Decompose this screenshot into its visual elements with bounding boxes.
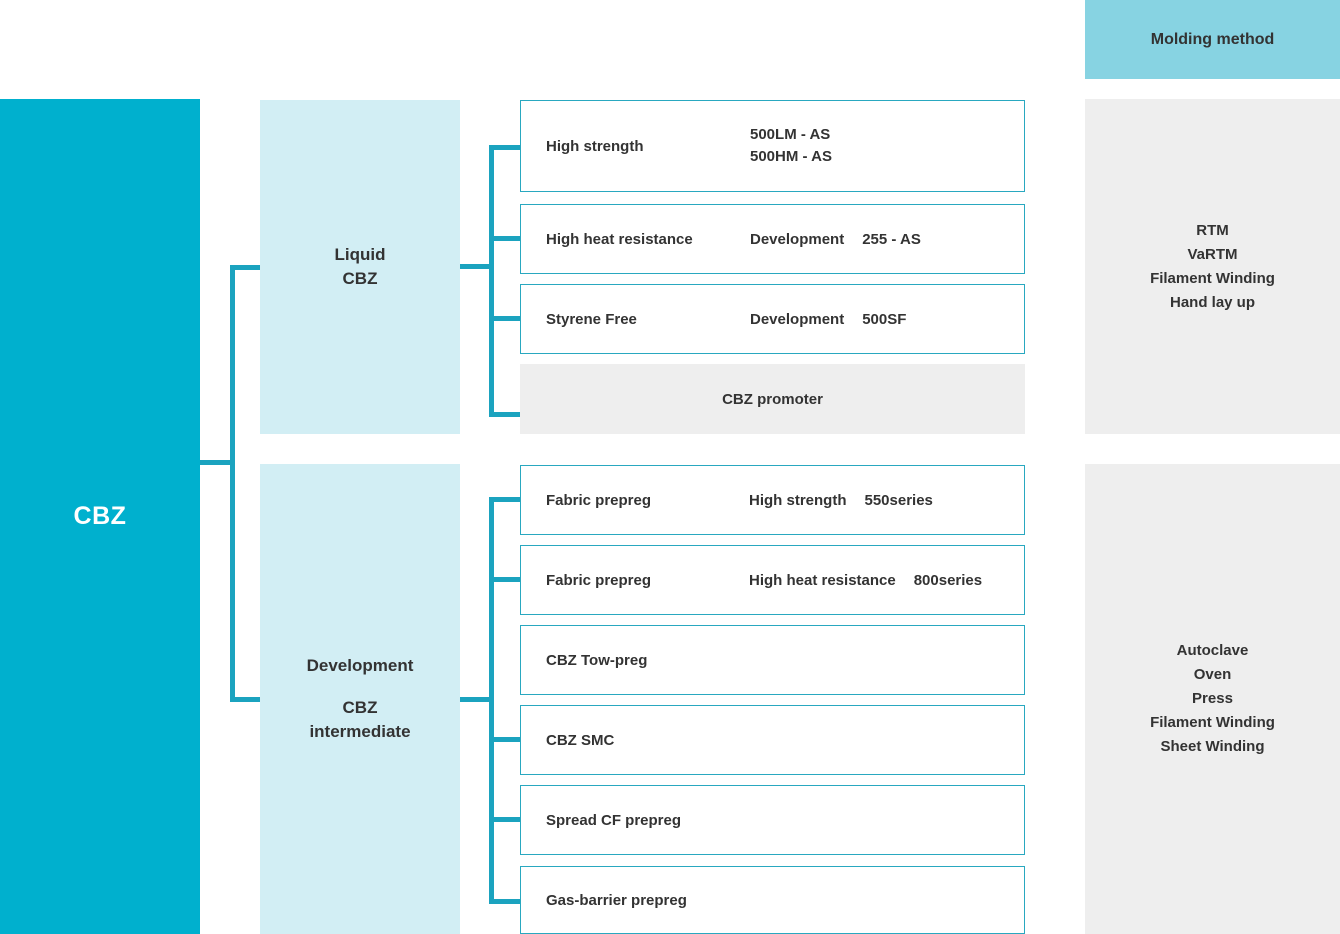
connector-liquid-stub (460, 264, 494, 269)
category-liquid-cbz: Liquid CBZ (260, 100, 460, 434)
connector-root-to-intermediate (230, 697, 261, 702)
product-box-content: CBZ SMC (521, 732, 1024, 749)
product-box-cbz-promoter[interactable]: CBZ promoter (520, 364, 1025, 434)
category-liquid-cbz-line1: Liquid (334, 244, 386, 264)
product-name: CBZ promoter (722, 390, 823, 408)
connector-intermediate-spine (489, 497, 494, 904)
product-box-styrene-free[interactable]: Styrene Free Development 500SF (520, 284, 1025, 354)
category-cbz-intermediate: Development CBZ intermediate (260, 464, 460, 934)
molding-method-item: Filament Winding (1150, 269, 1275, 287)
product-name: CBZ Tow-preg (546, 651, 648, 669)
molding-method-item: RTM (1196, 221, 1229, 239)
connector-liquid-to-item-0 (489, 145, 521, 150)
product-box-content: CBZ promoter (520, 391, 1025, 408)
molding-method-list: Autoclave Oven Press Filament Winding Sh… (1150, 639, 1275, 759)
product-name: Fabric prepreg (546, 571, 652, 589)
molding-method-header: Molding method (1085, 0, 1340, 79)
category-liquid-cbz-label: Liquid CBZ (335, 243, 386, 291)
molding-method-item: Oven (1193, 666, 1232, 683)
product-box-content: High strength 500LM - AS 500HM - AS (521, 124, 1024, 169)
connector-liquid-to-item-2 (489, 316, 521, 321)
product-box-spread-cf-prepreg[interactable]: Spread CF prepreg (520, 785, 1025, 855)
connector-intermediate-to-item-1 (489, 577, 521, 582)
product-box-content: Spread CF prepreg (521, 812, 1024, 829)
molding-method-item: Sheet Winding (1160, 738, 1265, 755)
product-box-content: Fabric prepreg High strength 550series (521, 492, 1024, 509)
product-code: 500SF (862, 310, 907, 328)
category-cbz-intermediate-line2: CBZ (342, 697, 378, 717)
connector-liquid-to-item-3 (489, 412, 521, 417)
connector-intermediate-stub (460, 697, 494, 702)
molding-method-item: Press (1192, 690, 1233, 707)
product-name: CBZ SMC (546, 731, 615, 749)
product-variant: High heat resistance (749, 571, 896, 589)
product-box-content: Fabric prepreg High heat resistance 800s… (521, 572, 1024, 589)
product-name: High strength (546, 137, 644, 155)
product-box-cbz-smc[interactable]: CBZ SMC (520, 705, 1025, 775)
product-box-fabric-prepreg-high-strength[interactable]: Fabric prepreg High strength 550series (520, 465, 1025, 535)
category-cbz-intermediate-line1: Development (306, 655, 414, 675)
product-name: Spread CF prepreg (546, 811, 682, 829)
connector-root-to-liquid-cbz (230, 265, 261, 270)
molding-method-item: VaRTM (1187, 245, 1238, 263)
product-box-gas-barrier-prepreg[interactable]: Gas-barrier prepreg (520, 866, 1025, 934)
product-name: High heat resistance (546, 230, 693, 248)
connector-liquid-spine (489, 145, 494, 417)
product-box-content: Gas-barrier prepreg (521, 892, 1024, 909)
product-box-content: CBZ Tow-preg (521, 652, 1024, 669)
connector-intermediate-to-item-4 (489, 817, 521, 822)
product-box-high-heat-resistance[interactable]: High heat resistance Development 255 - A… (520, 204, 1025, 274)
connector-intermediate-to-item-5 (489, 899, 521, 904)
product-code: 550series (864, 491, 933, 509)
product-code: 500LM - AS (750, 125, 831, 143)
molding-method-panel-liquid-cbz: RTM VaRTM Filament Winding Hand lay up (1085, 99, 1340, 434)
molding-method-item: Hand lay up (1169, 293, 1255, 311)
connector-intermediate-to-item-3 (489, 737, 521, 742)
molding-method-item: Autoclave (1176, 642, 1249, 659)
category-cbz-intermediate-line3: intermediate (309, 722, 411, 742)
product-box-content: Styrene Free Development 500SF (521, 311, 1024, 328)
molding-method-list: RTM VaRTM Filament Winding Hand lay up (1150, 219, 1275, 315)
connector-root-spine (230, 265, 235, 702)
category-cbz-intermediate-label: Development CBZ intermediate (307, 654, 414, 744)
product-name: Fabric prepreg (546, 491, 652, 509)
product-code-list: 500LM - AS 500HM - AS (750, 124, 832, 169)
connector-liquid-to-item-1 (489, 236, 521, 241)
product-box-fabric-prepreg-high-heat-resistance[interactable]: Fabric prepreg High heat resistance 800s… (520, 545, 1025, 615)
product-code: 800series (913, 571, 983, 589)
molding-method-header-label: Molding method (1150, 30, 1275, 48)
molding-method-item: Filament Winding (1150, 714, 1275, 731)
root-node-cbz: CBZ (0, 99, 200, 934)
root-node-label: CBZ (73, 502, 127, 530)
connector-root-stub (200, 460, 234, 465)
molding-method-panel-intermediate: Autoclave Oven Press Filament Winding Sh… (1085, 464, 1340, 934)
product-box-cbz-tow-preg[interactable]: CBZ Tow-preg (520, 625, 1025, 695)
product-box-content: High heat resistance Development 255 - A… (521, 231, 1024, 248)
product-box-high-strength[interactable]: High strength 500LM - AS 500HM - AS (520, 100, 1025, 192)
category-liquid-cbz-line2: CBZ (342, 269, 378, 288)
category-label-spacer (307, 678, 414, 696)
product-status: Development (750, 230, 845, 248)
product-name: Styrene Free (546, 310, 637, 328)
product-status: Development (750, 310, 845, 328)
product-code: 500HM - AS (750, 148, 832, 165)
product-code: 255 - AS (862, 230, 921, 248)
connector-intermediate-to-item-0 (489, 497, 521, 502)
product-name: Gas-barrier prepreg (546, 891, 687, 909)
product-variant: High strength (749, 491, 847, 509)
